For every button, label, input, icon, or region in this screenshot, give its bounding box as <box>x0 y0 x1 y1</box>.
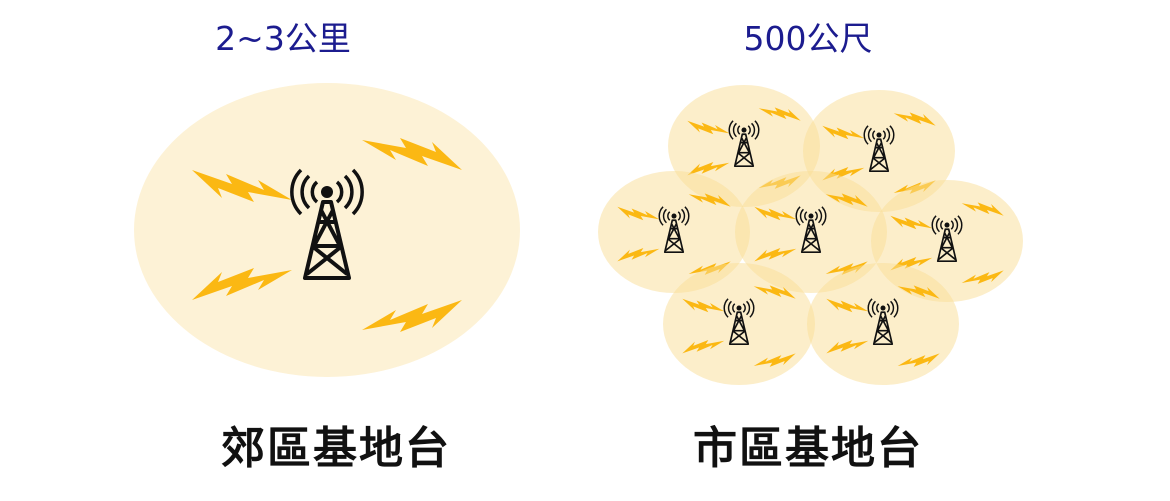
urban-range-label: 500公尺 <box>743 19 873 58</box>
coverage-area <box>663 263 815 385</box>
urban-station-title: 市區基地台 <box>693 423 923 474</box>
urban-coverage-cell <box>807 263 959 385</box>
suburban-station-title: 郊區基地台 <box>221 423 451 474</box>
coverage-area <box>807 263 959 385</box>
urban-coverage-cell <box>735 171 887 293</box>
urban-coverage-cell <box>663 263 815 385</box>
suburban-coverage-cell <box>134 83 520 377</box>
coverage-area <box>134 83 520 377</box>
suburban-range-label: 2~3公里 <box>215 19 351 58</box>
urban-coverage-cell <box>598 171 750 293</box>
